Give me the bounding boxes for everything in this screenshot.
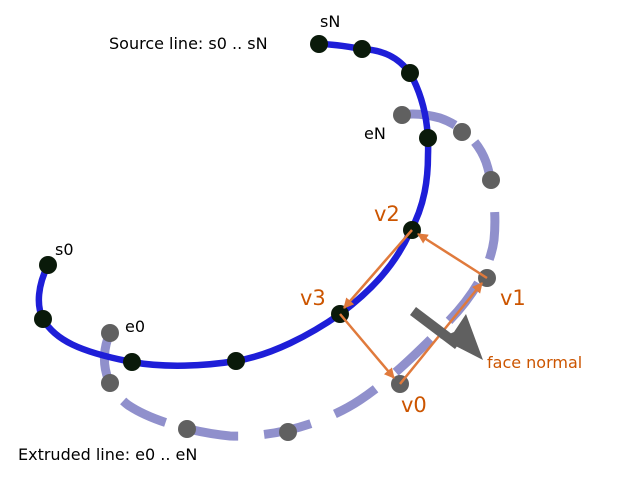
source-point	[227, 352, 245, 370]
source-line-label: Source line: s0 .. sN	[109, 34, 268, 53]
source-line	[35, 40, 432, 369]
s0-label: s0	[55, 240, 74, 259]
normal-head	[440, 314, 483, 360]
source-point	[353, 40, 371, 58]
source-point	[310, 35, 328, 53]
extruded-point	[101, 374, 119, 392]
source-point	[419, 129, 437, 147]
source-point	[39, 256, 57, 274]
sN-label: sN	[320, 12, 340, 31]
v1-label: v1	[500, 286, 526, 310]
edge-v2-v3	[343, 229, 413, 309]
source-point	[34, 310, 52, 328]
edge-v1-v2	[417, 232, 488, 280]
extruded-point	[482, 171, 500, 189]
extruded-point	[101, 324, 119, 342]
extruded-point	[393, 106, 411, 124]
v0-label: v0	[401, 393, 427, 417]
edge-v3-v0	[339, 313, 395, 379]
extruded-points	[101, 106, 500, 441]
face-normal-label: face normal	[487, 353, 582, 372]
v2-label: v2	[374, 202, 400, 226]
source-point	[401, 64, 419, 82]
extruded-line-label: Extruded line: e0 .. eN	[18, 445, 197, 464]
v3-label: v3	[300, 286, 326, 310]
source-point	[123, 353, 141, 371]
e0-label: e0	[125, 317, 145, 336]
extruded-point	[279, 423, 297, 441]
extruded-point	[178, 420, 196, 438]
eN-label: eN	[364, 124, 386, 143]
extruded-point	[453, 123, 471, 141]
extruded-line	[100, 109, 500, 441]
face-normal-arrow	[409, 307, 483, 360]
